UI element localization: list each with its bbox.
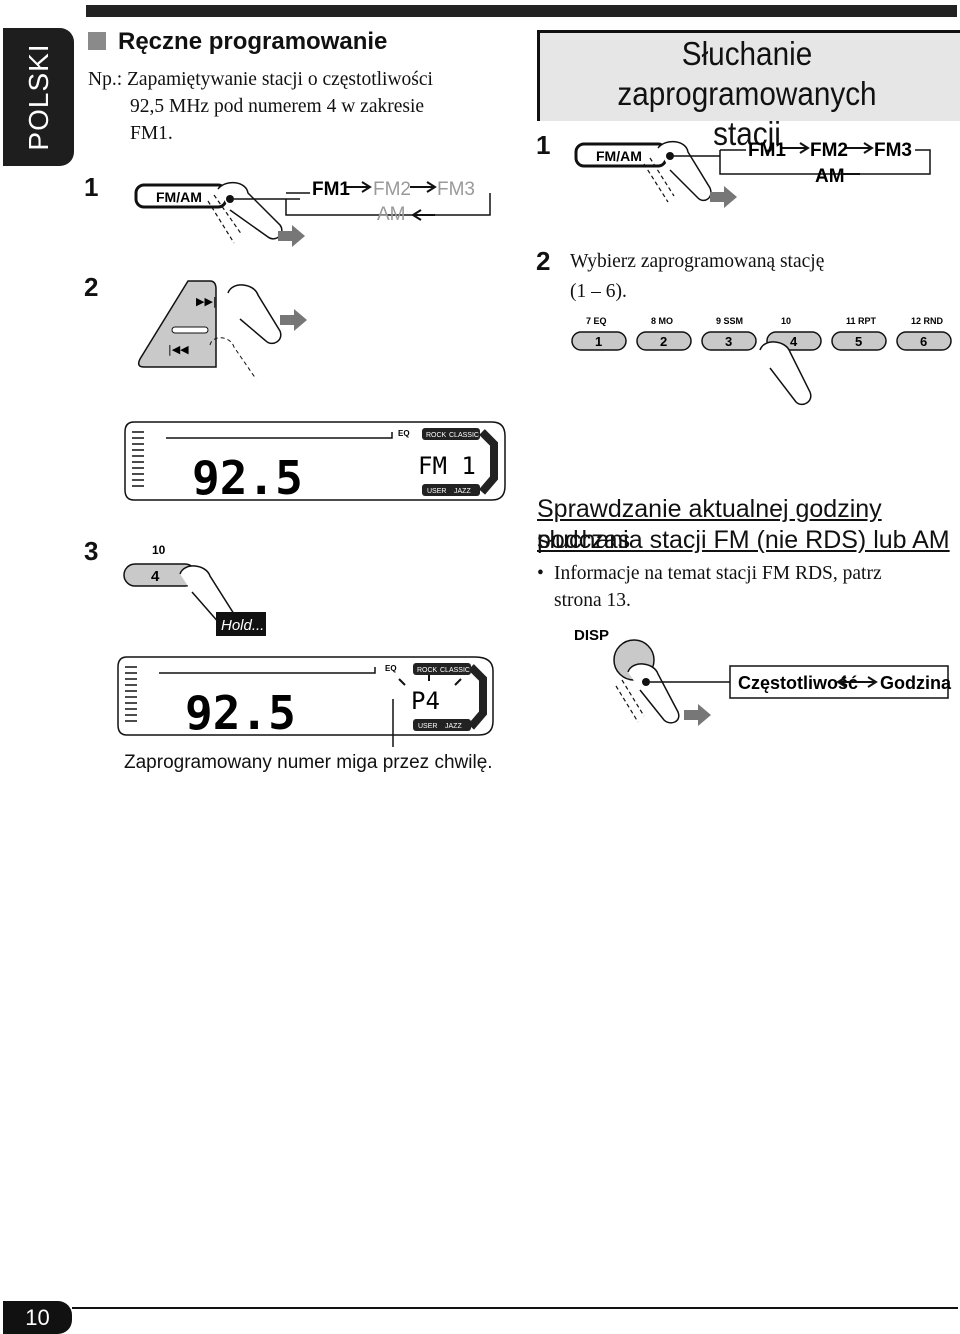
svg-text:FM1: FM1 <box>748 140 786 161</box>
disp-illustration: DISP Częstotliwość Godzina <box>574 627 952 726</box>
arrow-icon <box>280 309 307 331</box>
bullet-mark: • <box>537 563 544 584</box>
top-rule <box>86 5 957 17</box>
section-marker <box>88 32 106 50</box>
listen-header-box <box>537 30 960 121</box>
lcd-preset: P4 <box>411 687 440 715</box>
svg-text:ROCK: ROCK <box>417 667 438 674</box>
hold-label: Hold... <box>221 617 264 634</box>
frequency-label: Częstotliwość <box>738 673 858 693</box>
listen-step-2-text: Wybierz zaprogramowaną stację <box>570 251 825 272</box>
time-label: Godzina <box>880 673 952 693</box>
check-title-line-1: Sprawdzanie aktualnej godziny podczas <box>537 495 882 554</box>
svg-text:JAZZ: JAZZ <box>454 488 471 495</box>
bullet-line-1: Informacje na temat stacji FM RDS, patrz <box>554 563 882 584</box>
band-am: AM <box>377 204 406 225</box>
arrow-icon <box>710 186 737 208</box>
band-fm2: FM2 <box>373 179 411 200</box>
preset-caption-1: 7 EQ <box>586 316 607 326</box>
svg-text:USER: USER <box>427 488 446 495</box>
page-number-tab <box>3 1301 72 1334</box>
listen-step-1: 1 <box>536 130 551 160</box>
example-line-1: Np.: Zapamiętywanie stacji o częstotliwo… <box>88 69 433 90</box>
svg-text:FM/AM: FM/AM <box>596 148 642 164</box>
svg-text:4: 4 <box>151 568 160 585</box>
bottom-rule <box>72 1307 958 1309</box>
lcd-band: FM 1 <box>418 452 476 480</box>
finger-icon <box>217 181 283 240</box>
svg-text:FM3: FM3 <box>874 140 912 161</box>
preset-number-1: 1 <box>595 334 602 349</box>
band-fm3: FM3 <box>437 179 475 200</box>
preset-button-5[interactable] <box>831 331 887 351</box>
svg-text:CLASSIC: CLASSIC <box>440 667 470 674</box>
finger-icon <box>657 140 712 202</box>
tune-button-illustration: ▶▶| |◀◀ <box>137 280 307 380</box>
disp-label: DISP <box>574 627 609 644</box>
svg-text:CLASSIC: CLASSIC <box>449 432 479 439</box>
bullet-line-2: strona 13. <box>554 590 631 611</box>
preset-caption-5: 11 RPT <box>846 316 877 326</box>
preset-caption-2: 8 MO <box>651 316 673 326</box>
preset-number-3: 3 <box>725 334 732 349</box>
arrow-icon <box>278 225 305 247</box>
seek-knob[interactable] <box>137 280 217 368</box>
preset-number-2: 2 <box>660 334 667 349</box>
listen-title: Słuchanie zaprogramowanych stacji <box>617 35 877 152</box>
example-line-2: 92,5 MHz pod numerem 4 w zakresie <box>130 96 425 117</box>
listen-step-2: 2 <box>536 246 551 276</box>
lcd-display-1: 92.5 FM 1 EQ ROCK CLASSIC USER JAZZ <box>124 421 506 502</box>
step-number-3: 3 <box>84 536 99 566</box>
listen-step-2-range: (1 – 6). <box>570 281 627 302</box>
svg-text:FM2: FM2 <box>810 140 848 161</box>
arrow-icon <box>684 704 711 726</box>
preset-caption-6: 12 RND <box>911 316 944 326</box>
preset-caption-3: 9 SSM <box>716 316 743 326</box>
finger-icon <box>759 341 812 406</box>
step-number-1: 1 <box>84 172 99 202</box>
listen-fm-am-illustration: FM/AM FM1 FM2 FM3 AM <box>574 140 931 208</box>
preset-buttons-row: 7 EQ 1 8 MO 2 9 SSM 3 10 4 11 RPT 5 12 RND 6 <box>571 316 952 406</box>
svg-text:ROCK: ROCK <box>426 432 447 439</box>
display-caption: Zaprogramowany numer miga przez chwilę. <box>124 752 493 773</box>
fm-am-press-illustration: FM/AM FM1 FM2 FM3 AM <box>134 179 491 247</box>
preset-number-5: 5 <box>855 334 862 349</box>
svg-text:USER: USER <box>418 723 437 730</box>
preset-button-3[interactable] <box>701 331 757 351</box>
preset-button-6[interactable] <box>896 331 952 351</box>
finger-icon <box>627 663 680 724</box>
fm-am-label: FM/AM <box>156 189 202 205</box>
svg-text:10: 10 <box>152 543 166 557</box>
next-icon: ▶▶| <box>196 295 217 308</box>
language-label: POLSKI <box>22 43 54 151</box>
page-number: 10 <box>25 1305 50 1330</box>
lcd-frequency: 92.5 <box>185 686 296 740</box>
language-tab: POLSKI <box>3 28 74 166</box>
band-fm1: FM1 <box>312 179 350 200</box>
example-line-3: FM1. <box>130 123 173 144</box>
section-title: Ręczne programowanie <box>118 28 388 55</box>
svg-text:AM: AM <box>815 166 845 187</box>
check-title-line-2: słuchania stacji FM (nie RDS) lub AM <box>537 526 950 554</box>
preset-button-1[interactable] <box>571 331 627 351</box>
lcd-display-2: 92.5 P4 EQ ROCK CLASSIC USER JAZZ <box>117 656 494 747</box>
svg-text:EQ: EQ <box>398 429 410 438</box>
svg-text:JAZZ: JAZZ <box>445 723 462 730</box>
svg-text:EQ: EQ <box>385 664 397 673</box>
preset-hold-illustration: 10 4 Hold... <box>123 543 266 636</box>
lcd-frequency: 92.5 <box>192 451 303 502</box>
preset-number-4: 4 <box>790 334 798 349</box>
finger-icon <box>227 284 282 345</box>
step-number-2: 2 <box>84 272 99 302</box>
preset-caption-4: 10 <box>781 316 791 326</box>
preset-button-2[interactable] <box>636 331 692 351</box>
preset-number-6: 6 <box>920 334 927 349</box>
prev-icon: |◀◀ <box>168 343 189 356</box>
